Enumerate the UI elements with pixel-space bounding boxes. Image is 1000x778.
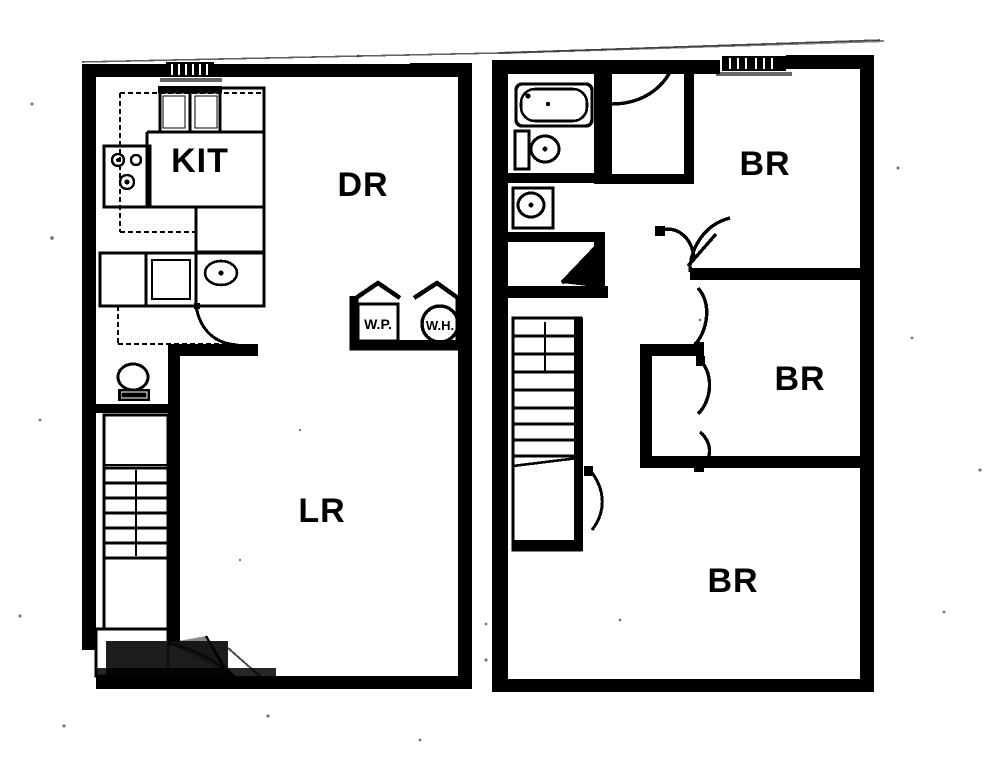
br1-wall-bottom [690, 268, 864, 280]
staircase-second-floor [511, 316, 583, 552]
second-floor-plan: BR BR BR [492, 55, 874, 692]
interior-partition-left [168, 344, 258, 644]
base-cabinets-with-sink [98, 251, 266, 308]
top-wall-right-a [492, 60, 720, 74]
left-wall [82, 64, 96, 650]
right-wall-right-plan [860, 57, 874, 692]
bedroom3-door-swing [694, 430, 712, 472]
exterior-walls-left [82, 63, 472, 689]
br1-wall-vertical [684, 74, 694, 184]
room-label-bedroom-2: BR [774, 360, 825, 398]
room-label-kitchen: KIT [171, 142, 229, 180]
top-wall-left [82, 64, 416, 77]
closet-wall-bottom [601, 174, 651, 184]
left-wall-right-plan [492, 60, 508, 692]
toilet-fixture-first-floor [116, 362, 150, 401]
room-label-living: LR [298, 492, 345, 530]
bottom-wall-right [506, 679, 874, 692]
toilet-fixture-second-floor [511, 186, 555, 230]
front-window [160, 62, 222, 82]
closet-wall-left [601, 74, 612, 184]
bathtub-fixture [514, 82, 594, 128]
hall-door-stair [584, 466, 604, 531]
bedroom1-walls [640, 74, 864, 280]
washer-panel-label: W.P. [364, 316, 392, 332]
bath-wall-bottom [508, 286, 608, 298]
scan-edge-line [81, 39, 885, 63]
hall-door-swings [655, 216, 731, 273]
range-burners [102, 144, 152, 209]
room-label-dining: DR [337, 166, 388, 204]
bath-wall-segment [96, 404, 170, 413]
partition-vertical [168, 344, 180, 644]
br2-wall-left [640, 344, 652, 464]
lavatory-sink-fixture [513, 129, 561, 171]
br2-wall-top [640, 344, 702, 356]
bath-wall-right-upper [594, 74, 605, 184]
water-heater-symbol: W.H. [420, 304, 460, 344]
scan-noise-specks [18, 54, 982, 742]
bath-wall-lower [508, 232, 604, 242]
first-floor-plan: W.P. W.H. KIT DR LR [82, 62, 472, 689]
br1-wall-seg [640, 174, 690, 184]
right-wall-left-plan [458, 63, 472, 688]
room-label-bedroom-1: BR [739, 145, 790, 183]
kitchen-sink [203, 259, 239, 287]
bottom-wall-left [96, 676, 472, 689]
linen-closet [601, 62, 675, 184]
bathroom [508, 74, 608, 298]
water-heater-label: W.H. [426, 318, 454, 333]
entry-area [94, 627, 276, 680]
washer-panel-symbol: W.P. [356, 302, 400, 343]
kitchen-casework [98, 86, 266, 345]
bath-wall-mid [508, 173, 604, 183]
bedroom2-door-swing [692, 286, 712, 416]
top-wall-left-right-seg [410, 63, 472, 77]
utility-equipment-group: W.P. W.H. [349, 280, 465, 351]
top-wall-right-b [786, 55, 874, 69]
bedroom-window [716, 56, 792, 76]
partition-horizontal [168, 344, 258, 356]
room-label-bedroom-3: BR [707, 562, 758, 600]
exterior-walls-right [492, 55, 874, 692]
br2-wall-bottom [640, 456, 864, 468]
